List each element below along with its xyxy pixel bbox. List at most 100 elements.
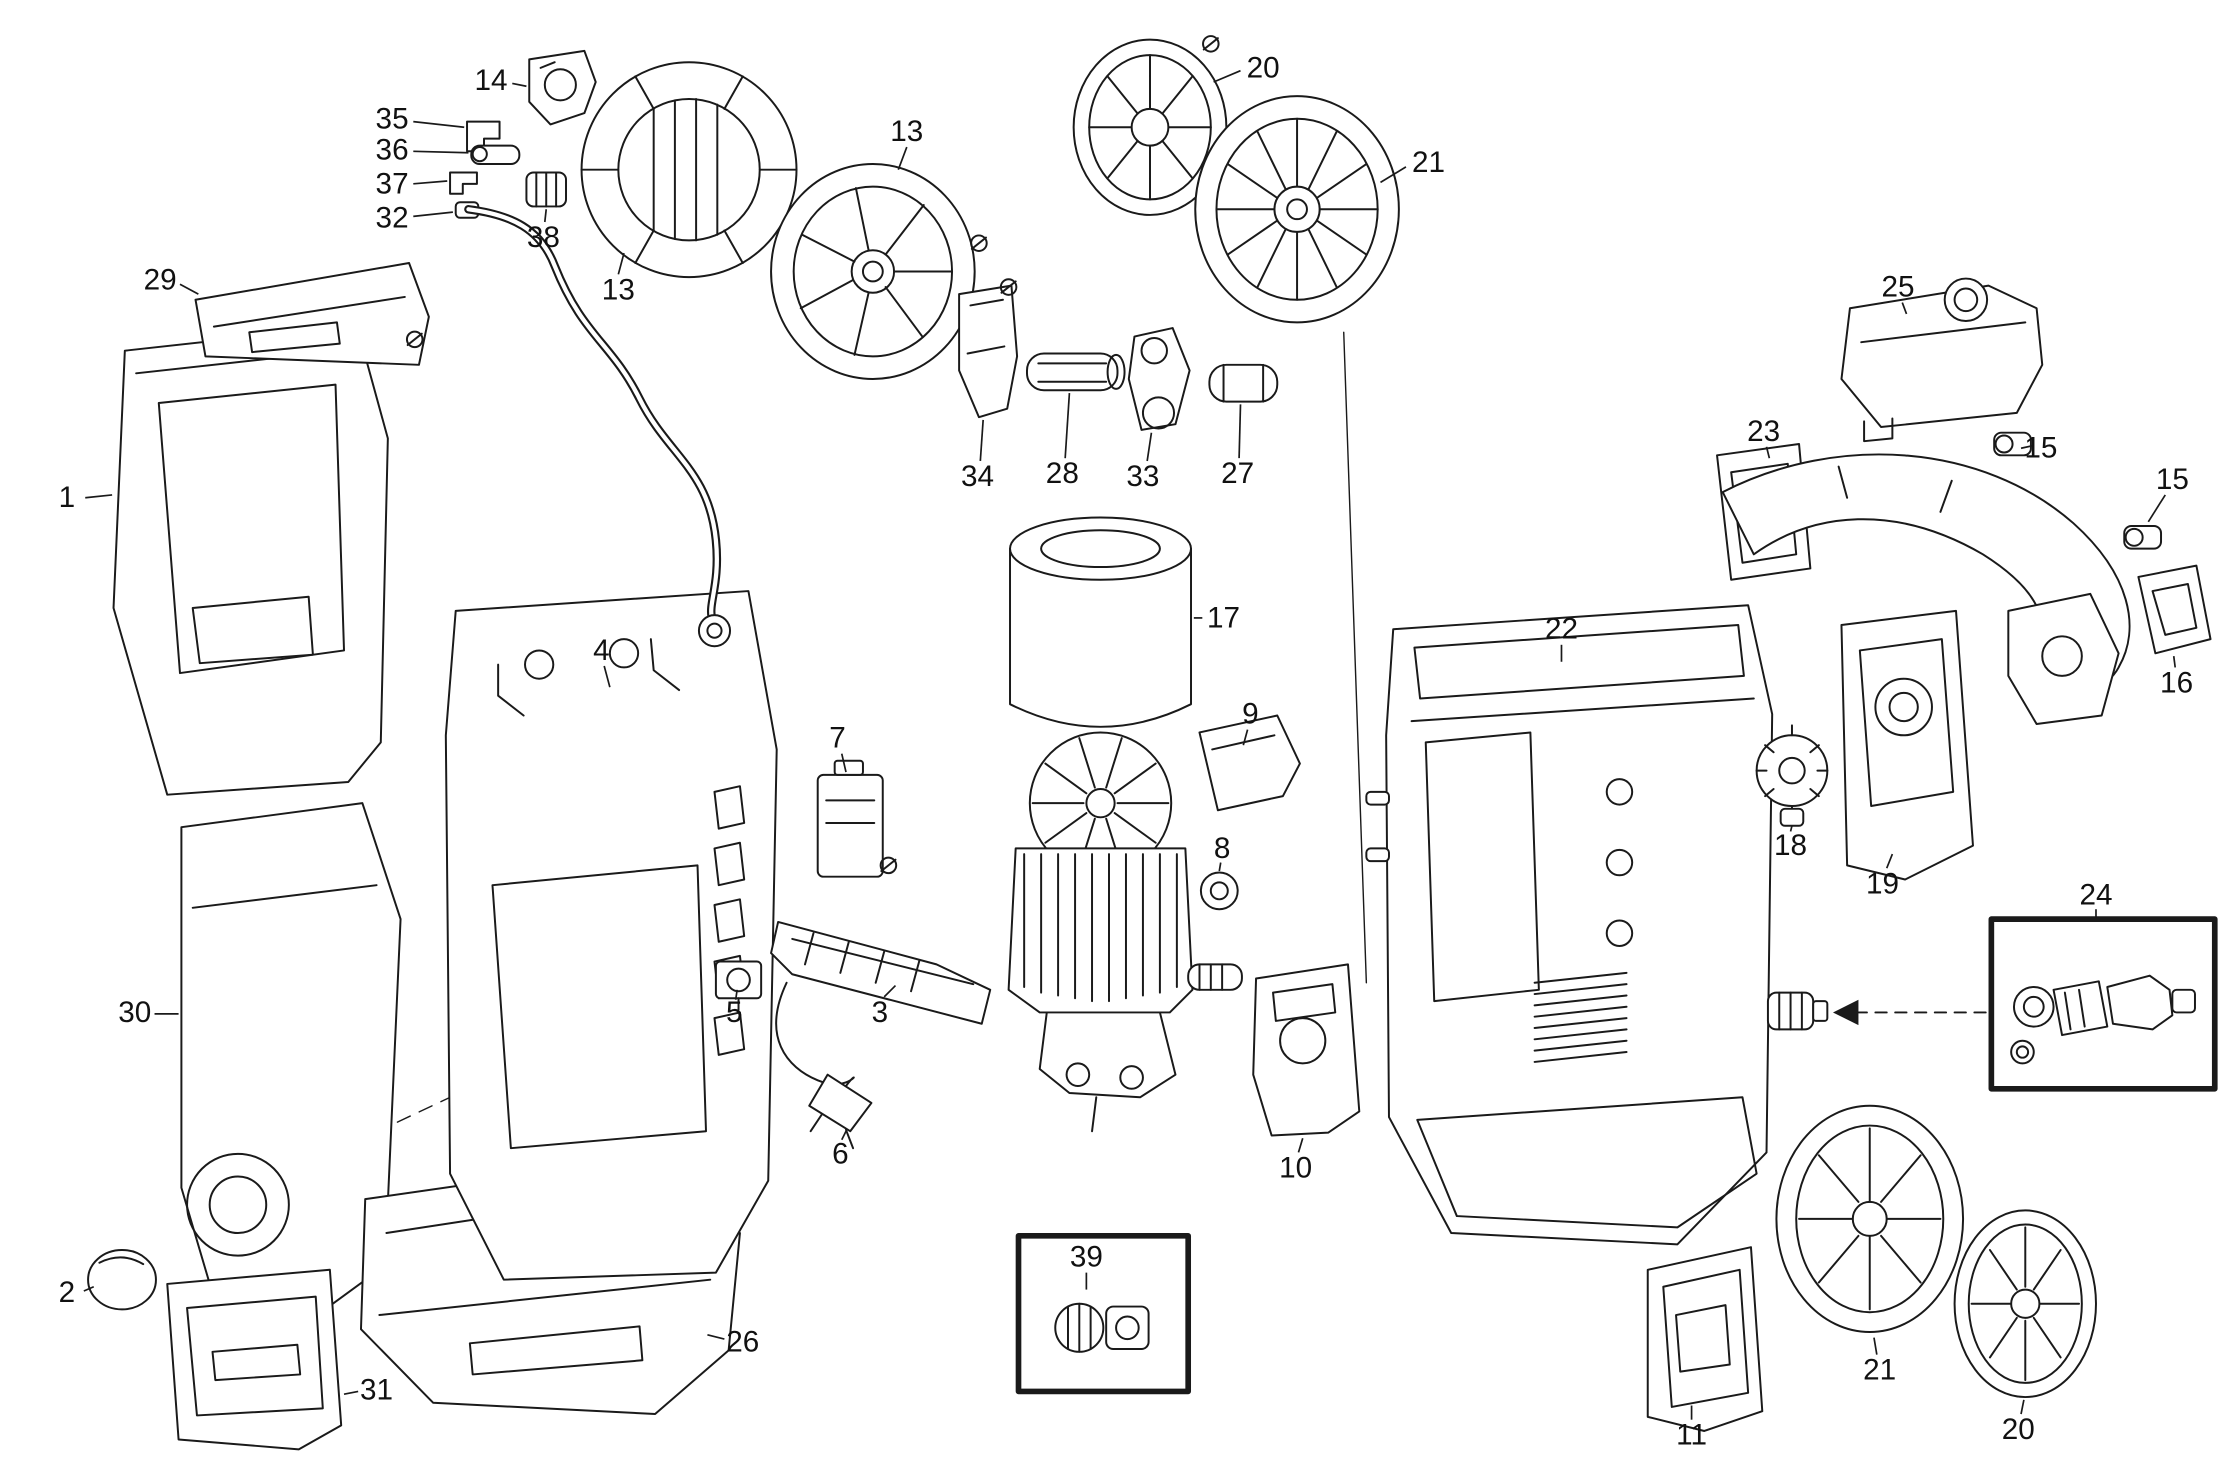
leader-line-15 (2147, 494, 2166, 523)
screw-icons (405, 35, 1220, 875)
callout-28: 28 (1046, 457, 1079, 490)
leader-line-9 (1242, 729, 1249, 746)
part-coupling-kit-inset (1988, 916, 2218, 1092)
leader-line-13 (617, 252, 625, 275)
leader-line-20 (1213, 69, 1241, 83)
part-plate (2137, 564, 2212, 655)
callout-8: 8 (1214, 832, 1231, 865)
part-sleeve (525, 171, 568, 208)
leader-line-26 (707, 1334, 725, 1340)
callout-5: 5 (726, 996, 743, 1029)
callout-1: 1 (59, 481, 76, 514)
part-switch (714, 960, 763, 1011)
leader-line-18 (1789, 825, 1793, 832)
callout-21: 21 (1863, 1354, 1896, 1387)
leader-line-6 (840, 1130, 847, 1141)
part-clip (449, 171, 478, 195)
leader-line-5 (734, 989, 738, 1000)
leader-line-31 (343, 1390, 359, 1396)
leader-line-10 (1297, 1138, 1304, 1153)
callout-20: 20 (1247, 51, 1280, 84)
callout-27: 27 (1221, 457, 1254, 490)
leader-line-4 (603, 665, 611, 688)
callout-10: 10 (1279, 1151, 1312, 1184)
callout-9: 9 (1242, 698, 1259, 731)
part-cylinder (1009, 516, 1193, 728)
callout-15: 15 (2156, 463, 2189, 496)
part-front-cover (112, 324, 389, 796)
part-power-cord (775, 981, 873, 1150)
leader-line-27 (1238, 404, 1242, 459)
callout-24: 24 (2079, 879, 2112, 912)
part-elbow-fitting (466, 120, 501, 153)
part-door-panel (1840, 609, 1974, 881)
callout-22: 22 (1545, 613, 1578, 646)
part-wheel-cover-bottom (1953, 1209, 2097, 1399)
part-top-cover (194, 262, 430, 366)
part-bottom-tray (166, 1268, 343, 1451)
part-handle (1716, 443, 2131, 725)
part-corner-bracket (1646, 1246, 1764, 1432)
part-fitting-a (1993, 431, 2032, 457)
part-hose-reel-drum (580, 61, 798, 279)
leader-line-16 (2172, 656, 2177, 668)
part-bracket-bar (770, 920, 992, 1025)
leader-line-28 (1064, 393, 1071, 459)
callout-35: 35 (376, 102, 409, 135)
leader-line-19 (1885, 853, 1894, 869)
callout-36: 36 (376, 133, 409, 166)
part-motor-pump (1007, 731, 1243, 1133)
leader-line-13 (897, 146, 908, 170)
part-fitting-b (2123, 525, 2163, 550)
part-hose-reel-disc (770, 163, 976, 380)
callout-30: 30 (118, 996, 151, 1029)
callout-34: 34 (961, 460, 994, 493)
callout-17: 17 (1207, 601, 1240, 634)
leader-line-36 (413, 150, 469, 154)
callout-4: 4 (593, 634, 610, 667)
callout-25: 25 (1882, 271, 1915, 304)
leader-line-33 (1146, 432, 1153, 462)
callout-11: 11 (1676, 1419, 1707, 1452)
part-cap (87, 1249, 157, 1311)
callout-6: 6 (832, 1137, 849, 1170)
leader-line-20 (2020, 1399, 2025, 1415)
leader-line-15 (2020, 444, 2034, 450)
part-nozzle-inset (1015, 1233, 1192, 1395)
callout-20: 20 (2002, 1413, 2035, 1446)
callout-13: 13 (890, 115, 923, 148)
parts-lineart (87, 35, 2218, 1451)
leader-line-14 (512, 82, 527, 88)
leader-line-35 (413, 120, 465, 129)
leader-line-1 (85, 494, 113, 499)
callout-31: 31 (360, 1373, 393, 1406)
leader-line-37 (413, 180, 448, 185)
callout-38: 38 (527, 221, 560, 254)
part-hose (454, 201, 732, 648)
part-knob (1755, 724, 1829, 827)
leader-line-7 (840, 753, 847, 773)
part-wheel-top (1194, 95, 1400, 324)
callout-37: 37 (376, 167, 409, 200)
part-crank-arm (1127, 327, 1191, 431)
callout-29: 29 (144, 263, 177, 296)
part-wheel-cover-top (1072, 38, 1228, 216)
callout-19: 19 (1866, 867, 1899, 900)
callout-39: 39 (1070, 1241, 1103, 1274)
part-nipple-fitting (470, 144, 521, 166)
part-bushing (1199, 871, 1239, 911)
callout-32: 32 (376, 201, 409, 234)
part-spacer (1198, 714, 1301, 812)
leader-line-38 (543, 209, 548, 223)
callout-16: 16 (2160, 666, 2193, 699)
callout-15: 15 (2024, 432, 2057, 465)
leader-line-8 (1218, 862, 1222, 872)
leader-lines (83, 69, 2177, 1420)
leader-line-34 (979, 419, 984, 462)
callout-7: 7 (829, 722, 846, 755)
part-rear-housing (1365, 604, 1774, 1246)
callout-23: 23 (1747, 415, 1780, 448)
callout-3: 3 (872, 996, 889, 1029)
part-wheel-bottom (1775, 1104, 1965, 1334)
